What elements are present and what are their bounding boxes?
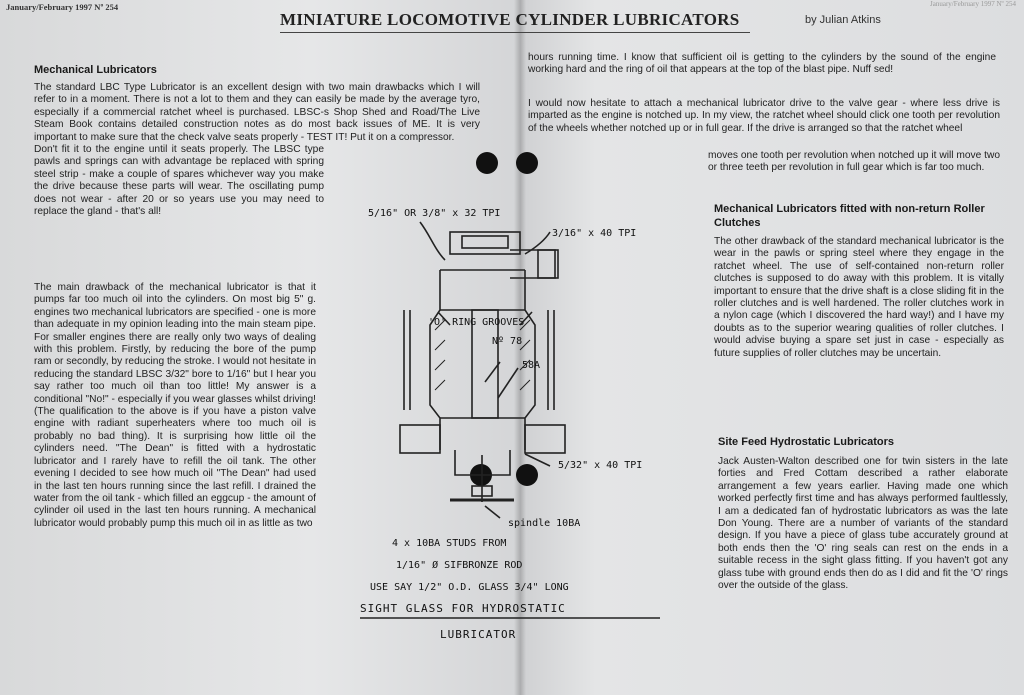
right-para-2a: I would now hesitate to attach a mechani… [528,98,1000,134]
binder-hole [516,152,538,174]
sight-glass-diagram: 5/16" OR 3/8" x 32 TPI 3/16" x 40 TPI 'O… [360,208,660,641]
leader-spindle [484,505,501,519]
page-gutter [514,0,526,695]
left-para-2: The main drawback of the mechanical lubr… [34,282,316,529]
label-oring-grooves: 'O' RING GROOVES [428,317,524,328]
diagram-top-cap [449,231,521,255]
diagram-hatching [434,319,531,391]
article-title: MINIATURE LOCOMOTIVE CYLINDER LUBRICATOR… [280,10,740,29]
label-top-right: 3/16" x 40 TPI [552,228,636,239]
label-top-left: 5/16" OR 3/8" x 32 TPI [368,208,500,219]
note-rod: 1/16" Ø SIFBRONZE ROD [396,559,522,571]
diagram-lower-left-fitting [399,424,441,454]
note-studs: 4 x 10BA STUDS FROM [392,538,506,549]
label-no78: Nº 78 [492,336,522,347]
left-para-1-cont: Don't fit it to the engine until it seat… [34,144,324,218]
heading-roller-clutches: Mechanical Lubricators fitted with non-r… [714,203,985,229]
caption-line-1: SIGHT GLASS FOR HYDROSTATIC [360,602,566,615]
right-para-3: The other drawback of the standard mecha… [714,236,1004,359]
heading-mechanical-lubricators: Mechanical Lubricators [34,64,157,76]
leader-top-right [524,231,551,255]
left-para-1: The standard LBC Type Lubricator is an e… [34,82,480,143]
label-58a: 58A [522,360,540,371]
diagram-body-right [524,270,536,450]
article-byline: by Julian Atkins [805,14,881,26]
leader-grooves-right [519,311,533,326]
leader-58a [497,367,519,399]
right-para-4: Jack Austen-Walton described one for twi… [718,456,1008,592]
label-spindle: spindle 10BA [508,518,580,529]
right-page [520,0,1024,695]
binder-hole [476,152,498,174]
leader-grooves-left [437,311,451,326]
leader-no78 [484,361,501,383]
label-lower-right: 5/32" x 40 TPI [558,460,642,471]
note-glass: USE SAY 1/2" O.D. GLASS 3/4" LONG [370,582,569,593]
heading-site-feed: Site Feed Hydrostatic Lubricators [718,436,895,448]
right-para-1: hours running time. I know that sufficie… [528,52,996,76]
caption-line-2: LUBRICATOR [440,628,516,641]
issue-label-right: January/February 1997 Nº 254 [930,0,1016,8]
leader-top-left [419,221,446,261]
right-para-2b: moves one tooth per revolution when notc… [708,150,1000,174]
binder-hole [516,464,538,486]
left-page [0,0,520,695]
leader-lower-right [524,453,551,467]
issue-label-left: January/February 1997 Nº 254 [6,2,119,12]
diagram-body-left [429,270,441,450]
title-rule [280,32,750,33]
diagram-lower-right-fitting [524,424,566,454]
